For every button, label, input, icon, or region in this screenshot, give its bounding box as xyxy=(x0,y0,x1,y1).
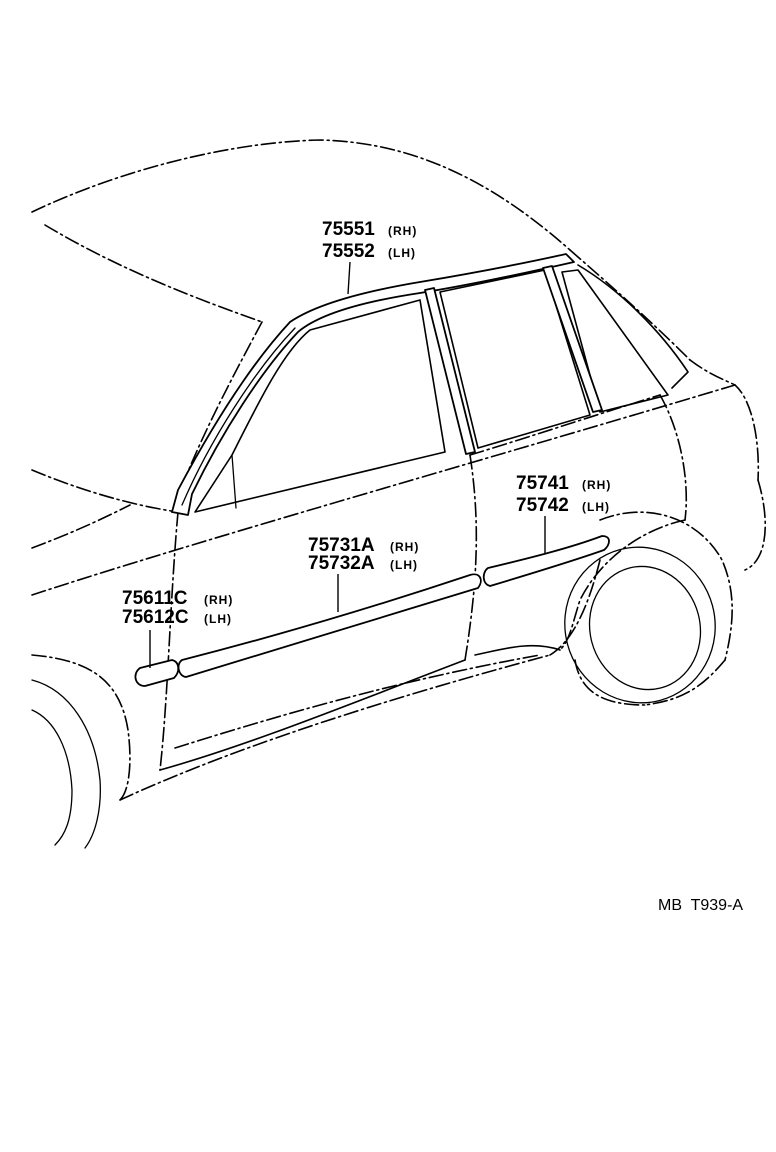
side-lh: (LH) xyxy=(388,246,416,260)
callout-rear-door-moulding: 75741 (RH) 75742 (LH) xyxy=(516,473,611,516)
side-rh: (RH) xyxy=(204,593,233,607)
leader-lines xyxy=(149,261,546,668)
fender-moulding xyxy=(134,659,180,687)
part-number-75732a: 75732A xyxy=(308,553,375,574)
part-number-75551: 75551 xyxy=(322,219,375,240)
diagram-reference-code: MB T939-A xyxy=(658,897,743,914)
side-lh: (LH) xyxy=(390,558,418,572)
part-number-75552: 75552 xyxy=(322,241,375,262)
side-rh: (RH) xyxy=(390,540,419,554)
side-rh: (RH) xyxy=(582,478,611,492)
part-number-75612c: 75612C xyxy=(122,607,189,628)
part-number-75742: 75742 xyxy=(516,495,569,516)
side-lh: (LH) xyxy=(582,500,610,514)
side-rh: (RH) xyxy=(388,224,417,238)
part-number-75731a: 75731A xyxy=(308,535,375,556)
side-lh: (LH) xyxy=(204,612,232,626)
window-glass-outlines xyxy=(194,264,689,513)
front-door-moulding xyxy=(177,573,482,678)
center-pillar-moulding xyxy=(424,265,603,455)
rear-door-moulding xyxy=(482,535,610,587)
part-number-75741: 75741 xyxy=(516,473,569,494)
callout-front-door-moulding: 75731A (RH) 75732A (LH) xyxy=(308,535,419,574)
part-number-75611c: 75611C xyxy=(122,588,188,609)
upper-frame-moulding xyxy=(171,253,575,516)
callout-fender-moulding: 75611C (RH) 75612C (LH) xyxy=(122,588,233,628)
callout-upper-frame-moulding: 75551 (RH) 75552 (LH) xyxy=(322,219,417,262)
